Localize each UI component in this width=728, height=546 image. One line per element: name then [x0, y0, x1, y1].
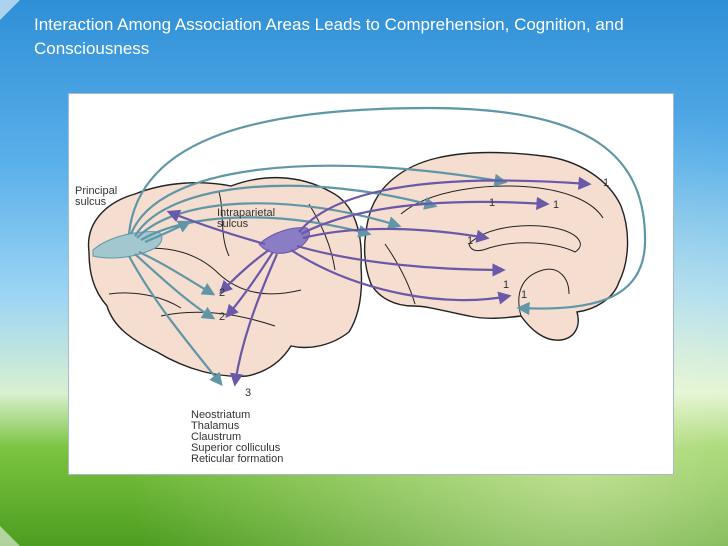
frontal-sulcus-line	[108, 292, 182, 309]
purple-projection-4	[296, 244, 506, 277]
principal-sulcus-label: Principal sulcus	[75, 185, 118, 208]
target-item: Claustrum	[191, 431, 242, 443]
diagram-panel: Principal sulcus Intraparietal sulcus 1 …	[68, 93, 674, 475]
teal-projection-temporal-1	[138, 251, 216, 296]
purple-projection-2	[300, 196, 550, 235]
target-item: Neostriatum	[191, 409, 251, 421]
purple-projection-to-ps	[166, 209, 266, 246]
lateral-sulcus-line	[132, 247, 302, 295]
target-number-1: 1	[503, 279, 510, 291]
target-item: Reticular formation	[191, 453, 284, 465]
corpus-callosum-line	[468, 225, 581, 253]
corner-decoration-top	[0, 0, 20, 20]
corner-decoration-bottom	[0, 526, 20, 546]
target-item: Superior colliculus	[191, 442, 281, 454]
target-number-1: 1	[603, 177, 610, 189]
parietal-sulcus-line	[308, 203, 336, 271]
intraparietal-sulcus-projections	[166, 176, 592, 387]
purple-projection-5	[290, 249, 512, 305]
brainstem-line	[518, 268, 570, 317]
target-number-2: 2	[219, 287, 226, 299]
purple-projection-subcortical	[230, 253, 279, 387]
subcortical-targets-list: Neostriatum Thalamus Claustrum Superior …	[191, 410, 283, 465]
target-number-2: 2	[219, 311, 226, 323]
teal-projection-4	[140, 216, 372, 241]
teal-projection-1	[129, 164, 508, 235]
purple-projection-temporal-2	[225, 251, 274, 319]
teal-projection-subcortical	[128, 255, 223, 387]
target-number-1: 1	[553, 199, 560, 211]
medial-fissure-line	[384, 243, 416, 305]
teal-projection-to-ips	[144, 220, 192, 244]
intraparietal-sulcus-label: Intraparietal sulcus	[217, 207, 276, 230]
principal-sulcus-projections	[127, 106, 647, 387]
purple-projection-temporal-1	[219, 249, 270, 294]
central-sulcus-line	[218, 191, 230, 257]
target-number-1: 1	[521, 289, 528, 301]
target-item: Thalamus	[191, 420, 240, 432]
target-number-1: 1	[489, 197, 496, 209]
teal-projection-arc-long	[127, 106, 647, 316]
temporal-sulcus-line	[160, 311, 276, 327]
purple-projection-3	[302, 227, 490, 243]
teal-projection-temporal-2	[134, 253, 216, 320]
teal-projection-3	[136, 202, 402, 239]
target-number-1: 1	[467, 235, 474, 247]
lateral-brain-outline	[87, 176, 363, 377]
target-number-3: 3	[245, 387, 252, 399]
slide-title: Interaction Among Association Areas Lead…	[34, 15, 624, 58]
purple-projection-1	[298, 176, 592, 233]
teal-projection-2	[134, 184, 438, 237]
brain-diagram	[87, 106, 647, 387]
